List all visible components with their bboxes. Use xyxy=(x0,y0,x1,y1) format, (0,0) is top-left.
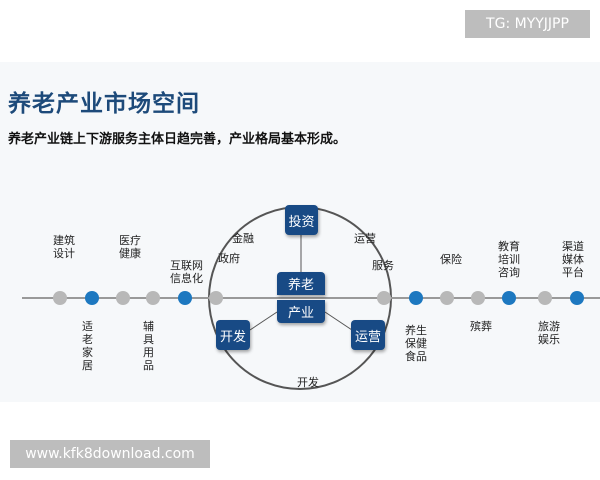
label-insurance: 保险 xyxy=(440,253,462,266)
timeline-dot xyxy=(116,291,130,305)
timeline-dot xyxy=(409,291,423,305)
label-government: 政府 xyxy=(218,252,240,265)
timeline-dot xyxy=(538,291,552,305)
label-architecture: 建筑 设计 xyxy=(53,234,75,260)
label-travel: 旅游 娱乐 xyxy=(538,320,560,346)
timeline-dot xyxy=(570,291,584,305)
label-food: 养生 保健 食品 xyxy=(405,324,427,363)
label-finance: 金融 xyxy=(232,232,254,245)
timeline-dot xyxy=(440,291,454,305)
watermark-bottom: www.kfk8download.com xyxy=(10,440,210,468)
label-funeral: 殡葬 xyxy=(470,320,492,333)
center-top-box: 养老 xyxy=(277,272,325,295)
label-internet: 互联网 信息化 xyxy=(170,259,203,285)
label-service: 服务 xyxy=(372,259,394,272)
label-medical: 医疗 健康 xyxy=(119,234,141,260)
timeline-dot xyxy=(53,291,67,305)
connector xyxy=(249,311,278,331)
connector xyxy=(324,311,353,331)
subtitle: 养老产业链上下游服务主体日趋完善，产业格局基本形成。 xyxy=(8,132,347,147)
timeline-line xyxy=(22,297,600,299)
label-development: 开发 xyxy=(297,376,319,389)
develop-box: 开发 xyxy=(216,320,250,350)
label-aids: 辅 具 用 品 xyxy=(143,320,154,372)
timeline-dot xyxy=(146,291,160,305)
label-channels: 渠道 媒体 平台 xyxy=(562,240,584,279)
center-bottom-box: 产业 xyxy=(277,300,325,323)
operate-box: 运营 xyxy=(351,320,385,350)
timeline-dot xyxy=(85,291,99,305)
label-home: 适 老 家 居 xyxy=(82,320,93,372)
timeline-dot xyxy=(209,291,223,305)
invest-box: 投资 xyxy=(285,205,318,235)
timeline-dot xyxy=(471,291,485,305)
watermark-top: TG: MYYJJPP xyxy=(465,10,590,38)
timeline-dot xyxy=(178,291,192,305)
timeline-dot xyxy=(377,291,391,305)
label-operation: 运营 xyxy=(354,232,376,245)
label-education: 教育 培训 咨询 xyxy=(498,240,520,279)
page-title: 养老产业市场空间 xyxy=(8,91,200,117)
timeline-dot xyxy=(502,291,516,305)
